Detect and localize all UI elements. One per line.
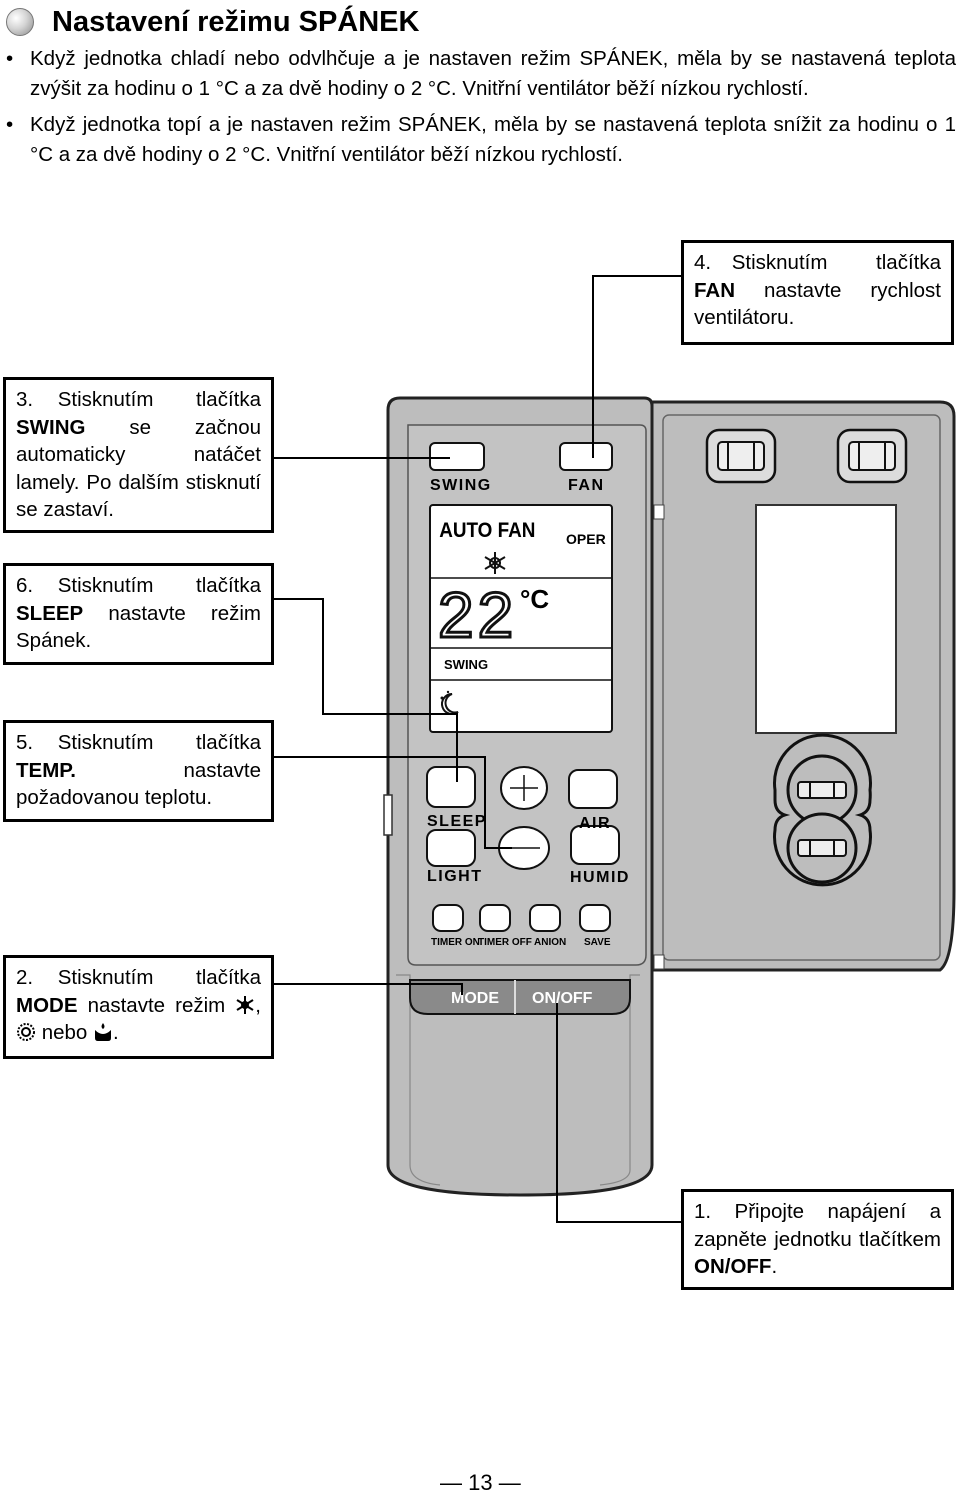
lcd-temperature-value: 22 bbox=[438, 579, 517, 651]
lcd-temperature-unit: °C bbox=[520, 584, 549, 614]
fan-button-label: FAN bbox=[568, 477, 605, 494]
lcd-oper-text: OPER bbox=[566, 531, 606, 547]
mode-onoff-bar bbox=[409, 979, 631, 1015]
battery-holder-icon bbox=[773, 733, 872, 887]
hinge-clip-icon bbox=[836, 428, 908, 484]
temp-plus-button[interactable] bbox=[500, 766, 548, 810]
cooling-snowflake-icon bbox=[236, 995, 254, 1014]
callout-onoff: 1. Připojte napájení a zapněte jednotku … bbox=[681, 1189, 954, 1290]
callout-sleep: 6. Stisknutím tlačítka SLEEP nastavte re… bbox=[3, 563, 274, 665]
timer-on-label: TIMER ON bbox=[431, 937, 480, 948]
snowflake-icon bbox=[484, 552, 506, 574]
timer-off-label: TIMER OFF bbox=[478, 937, 532, 948]
air-button[interactable] bbox=[568, 769, 618, 809]
lcd-display: AUTO FAN OPER 22 °C SWING bbox=[429, 504, 613, 733]
callout-swing: 3. Stisknutím tlačítka SWING se začnou a… bbox=[3, 377, 274, 533]
callout-temp: 5. Stisknutím tlačítka TEMP. nastavte po… bbox=[3, 720, 274, 822]
bullet-list: Když jednotka chladí nebo odvlhčuje a je… bbox=[6, 44, 956, 170]
bullet-circle-icon bbox=[6, 8, 34, 36]
save-label: SAVE bbox=[584, 937, 611, 948]
mode-button-label: MODE bbox=[451, 990, 499, 1007]
remote-cover-panel bbox=[650, 400, 956, 972]
page-number: — 13 — bbox=[440, 1470, 521, 1495]
humid-button[interactable] bbox=[570, 825, 620, 865]
bullet-item-heating: Když jednotka topí a je nastaven režim S… bbox=[6, 110, 956, 170]
section-heading: Nastavení režimu SPÁNEK bbox=[6, 2, 419, 42]
heating-sun-icon bbox=[17, 1023, 35, 1041]
sleep-moon-icon bbox=[440, 690, 459, 715]
light-button[interactable] bbox=[426, 829, 476, 867]
swing-button-label: SWING bbox=[430, 477, 492, 494]
callout-mode: 2. Stisknutím tlačítka MODE nastavte rež… bbox=[3, 955, 274, 1059]
dehumidify-icon bbox=[95, 1023, 112, 1041]
bullet-item-cooling: Když jednotka chladí nebo odvlhčuje a je… bbox=[6, 44, 956, 104]
anion-label: ANION bbox=[534, 937, 566, 948]
humid-button-label: HUMID bbox=[570, 869, 630, 886]
swing-button[interactable] bbox=[429, 442, 485, 471]
onoff-button-label: ON/OFF bbox=[532, 990, 593, 1007]
light-button-label: LIGHT bbox=[427, 868, 483, 885]
anion-button[interactable] bbox=[529, 904, 561, 932]
sleep-button-label: SLEEP bbox=[427, 813, 487, 830]
timer-off-button[interactable] bbox=[479, 904, 511, 932]
sleep-button[interactable] bbox=[426, 766, 476, 808]
leader-lines bbox=[273, 275, 682, 1223]
callout-fan: 4. Stisknutím tlačítka FAN nastavte rych… bbox=[681, 240, 954, 345]
callout-fan-text: 4. Stisknutím tlačítka FAN nastavte rych… bbox=[694, 251, 941, 329]
lcd-auto-fan-text: AUTO FAN bbox=[439, 519, 535, 542]
lcd-swing-text: SWING bbox=[444, 657, 488, 672]
heading-title: Nastavení režimu SPÁNEK bbox=[52, 5, 420, 38]
hinge-clip-icon bbox=[705, 428, 777, 484]
save-button[interactable] bbox=[579, 904, 611, 932]
fan-button[interactable] bbox=[559, 442, 613, 471]
air-button-label: AIR bbox=[579, 815, 611, 832]
timer-on-button[interactable] bbox=[432, 904, 464, 932]
